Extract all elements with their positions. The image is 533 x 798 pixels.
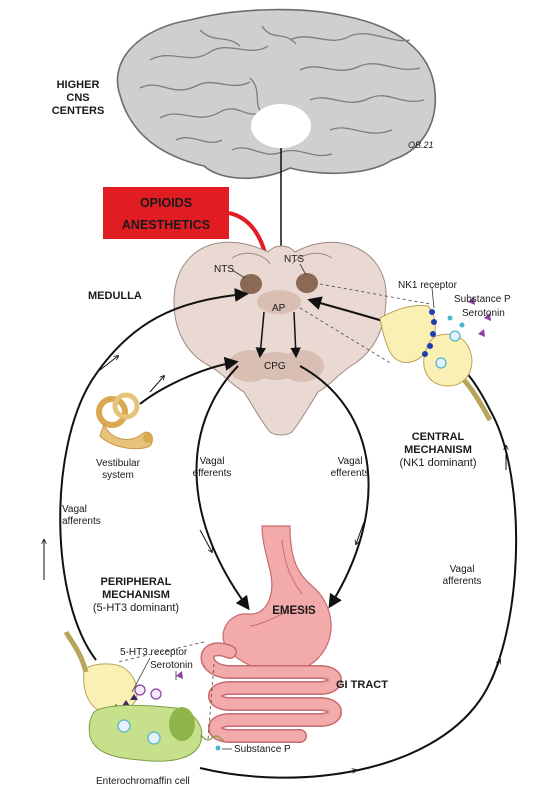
- peripheral-mechanism-label-3: (5-HT3 dominant): [93, 602, 179, 614]
- peripheral-vagal-terminal: [63, 630, 183, 713]
- peripheral-mechanism-label-1: PERIPHERAL: [101, 576, 172, 588]
- higher-cns-label-1: HIGHER: [57, 79, 100, 91]
- ap-to-cpg-arrow-left: [255, 311, 266, 359]
- vagal-efferents-left-label-1: Vagal: [200, 456, 225, 467]
- central-mechanism-label-1: CENTRAL: [412, 431, 465, 443]
- inner-ear-illustration: [96, 392, 153, 450]
- enterochromaffin-cell: [88, 704, 225, 762]
- vagal-efferent-left-arrow: [195, 365, 250, 611]
- vagal-efferent-right-arrow: [299, 365, 370, 609]
- medulla-cross-section: [173, 241, 387, 436]
- medulla-label: MEDULLA: [88, 290, 142, 302]
- stomach-illustration: [222, 525, 332, 673]
- serotonin-bottom-label: Serotonin: [150, 660, 193, 671]
- vagal-efferents-right-label-1: Vagal: [338, 456, 363, 467]
- higher-cns-label-2: CNS: [66, 92, 89, 104]
- peripheral-afferent-arrow: [59, 287, 249, 661]
- higher-cns-label-3: CENTERS: [52, 105, 105, 117]
- brain-illustration: [116, 8, 437, 180]
- vagal-afferent-terminal: [379, 297, 493, 422]
- vestibular-label-1: Vestibular: [96, 458, 141, 469]
- nk1-receptors: [422, 309, 437, 357]
- vagal-efferents-left-label-2: efferents: [193, 468, 232, 479]
- vagal-afferents-left-label-1: Vagal: [62, 504, 87, 515]
- substance-p-top-label: Substance P: [454, 294, 511, 305]
- vestibular-to-cpg-arrow: [139, 356, 239, 405]
- substance-p-bottom-label: Substance P: [234, 744, 291, 755]
- brain-cutout: [251, 104, 311, 148]
- cpg-label: CPG: [264, 361, 286, 372]
- central-afferent-loop: [199, 349, 518, 779]
- vagal-afferents-right-label-1: Vagal: [450, 564, 475, 575]
- emesis-label: EMESIS: [272, 605, 316, 617]
- 5-ht3-receptor-label: 5-HT3 receptor: [120, 647, 188, 658]
- enterochromaffin-label: Enterochromaffin cell: [96, 776, 190, 787]
- nts-right-label: NTS: [284, 254, 304, 265]
- ap-to-cpg-arrow-right: [290, 311, 301, 359]
- nts-left-label: NTS: [214, 264, 234, 275]
- area-postrema: [257, 290, 301, 314]
- central-mechanism-label-2: MECHANISM: [404, 444, 472, 456]
- nk1-receptor-label: NK1 receptor: [398, 280, 458, 291]
- vestibular-label-2: system: [102, 470, 134, 481]
- peripheral-mechanism-label-2: MECHANISM: [102, 589, 170, 601]
- artist-signature: OB.21: [408, 140, 434, 150]
- ap-label: AP: [272, 303, 286, 314]
- central-afferent-to-ap-arrow: [307, 296, 387, 323]
- opioids-anesthetics-box: [103, 187, 229, 239]
- intestine-illustration: [200, 642, 342, 743]
- anesthetics-label: ANESTHETICS: [122, 218, 210, 232]
- vagal-afferents-right-label-2: afferents: [443, 576, 482, 587]
- serotonin-top-label: Serotonin: [462, 308, 505, 319]
- nts-right-nucleus: [296, 273, 318, 293]
- opioids-label: OPIOIDS: [140, 196, 192, 210]
- vagal-afferents-left-label-2: afferents: [62, 516, 101, 527]
- vagal-efferents-right-label-2: efferents: [331, 468, 370, 479]
- central-mechanism-label-3: (NK1 dominant): [399, 457, 476, 469]
- gi-tract-label: GI TRACT: [336, 679, 388, 691]
